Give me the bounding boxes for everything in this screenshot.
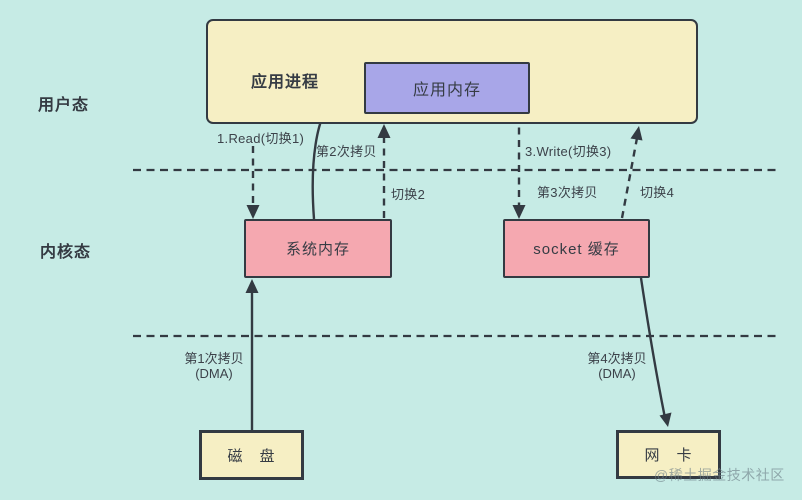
copy1-dma-label-line1: 第1次拷贝 bbox=[184, 351, 244, 366]
disk-box: 磁 盘 bbox=[199, 430, 304, 480]
app-memory-label: 应用内存 bbox=[412, 82, 481, 99]
arrowhead-read-down bbox=[246, 205, 260, 219]
copy4-dma-label-line1: 第4次拷贝 bbox=[587, 351, 647, 366]
copy1-dma-label: 第1次拷贝 (DMA) bbox=[177, 351, 251, 381]
arrow-copy4-dma bbox=[639, 277, 667, 419]
arrowhead-switch4-up bbox=[630, 126, 643, 141]
watermark-text: @稀土掘金技术社区 bbox=[654, 467, 785, 483]
read-switch1-label: 1.Read(切换1) bbox=[217, 131, 305, 146]
arrowhead-copy4-down bbox=[659, 412, 672, 427]
system-memory-box: 系统内存 bbox=[244, 219, 392, 278]
user-mode-label: 用户态 bbox=[38, 97, 90, 114]
copy1-dma-label-line2: (DMA) bbox=[195, 366, 233, 381]
write-switch3-label: 3.Write(切换3) bbox=[525, 144, 612, 159]
nic-box: 网 卡 bbox=[616, 430, 721, 479]
arrowhead-write-down bbox=[512, 205, 526, 219]
arrow-switch4 bbox=[620, 137, 639, 219]
socket-buffer-label: socket 缓存 bbox=[533, 241, 620, 258]
switch2-label: 切换2 bbox=[391, 187, 426, 202]
app-process-label: 应用进程 bbox=[251, 74, 320, 91]
arrowhead-switch2-up bbox=[377, 124, 391, 138]
nic-label: 网 卡 bbox=[644, 447, 693, 464]
disk-label: 磁 盘 bbox=[227, 447, 276, 465]
kernel-mode-label: 内核态 bbox=[40, 244, 92, 261]
copy2-label: 第2次拷贝 bbox=[316, 144, 377, 159]
socket-buffer-box: socket 缓存 bbox=[503, 219, 650, 278]
app-memory-box: 应用内存 bbox=[364, 62, 530, 114]
copy4-dma-label: 第4次拷贝 (DMA) bbox=[580, 351, 654, 381]
arrowhead-copy1-up bbox=[245, 279, 259, 293]
system-memory-label: 系统内存 bbox=[285, 241, 350, 258]
copy3-label: 第3次拷贝 bbox=[537, 185, 598, 200]
switch4-label: 切换4 bbox=[640, 185, 675, 200]
copy4-dma-label-line2: (DMA) bbox=[598, 366, 636, 381]
